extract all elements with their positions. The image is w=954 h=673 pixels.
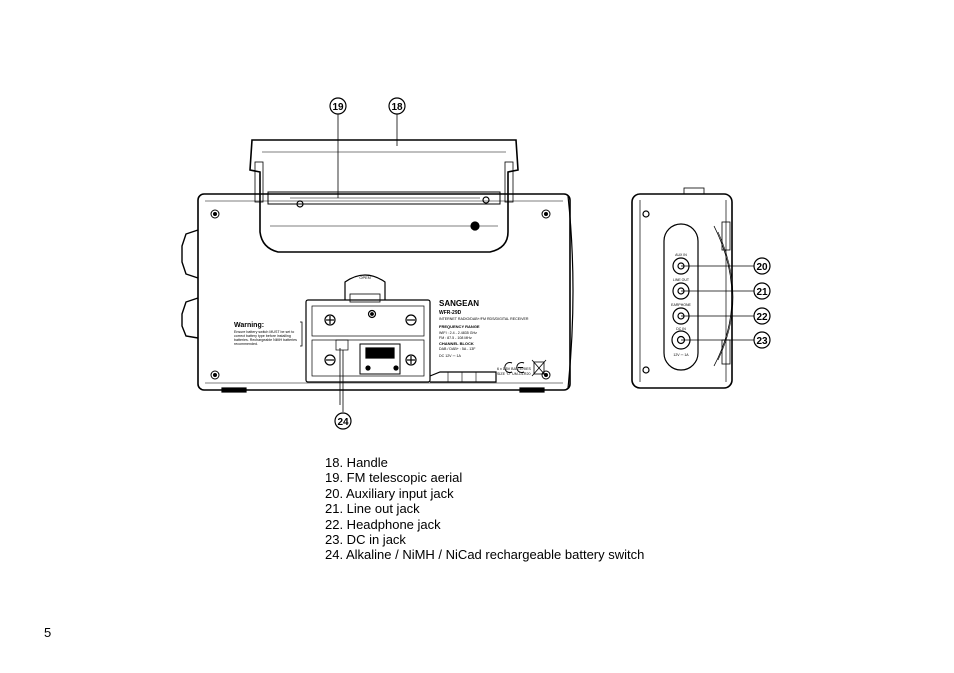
callout-18: 18	[391, 102, 403, 113]
dc-line: DC 12V ⎓ 1A	[439, 354, 461, 358]
legend-item-battery-switch: 24. Alkaline / NiMH / NiCad rechargeable…	[325, 547, 645, 563]
warning-line3: batteries. Rechargeable NiMH batteries	[234, 338, 297, 342]
callout-circles	[329, 97, 771, 430]
recycle-bin-icon	[531, 359, 547, 377]
warning-line1: Ensure battery switch MUST be set to	[234, 330, 294, 334]
battery-line2: SIZE "D" UM-1/LR20	[497, 372, 531, 376]
description-label: INTERNET RADIO/DAB+/FM RDS/DIGITAL RECEI…	[439, 317, 529, 321]
line-out-label: LINE OUT	[673, 278, 690, 282]
warning-title: Warning:	[234, 322, 264, 329]
brand-label: SANGEAN	[439, 299, 479, 308]
fm-telescopic-aerial	[267, 191, 501, 208]
parts-legend: 18. Handle 19. FM telescopic aerial 20. …	[325, 455, 644, 563]
warning-line2: correct battery type before installing	[234, 334, 291, 338]
battery-line1: 6 x 1.5V BATTERIES	[497, 367, 531, 371]
channel-line: DAB / DAB+ : 5A - 13F	[439, 347, 476, 351]
rear-view	[181, 139, 574, 405]
top-tab-text: OPEN	[359, 275, 370, 280]
callout-21: 21	[756, 287, 768, 298]
legend-item-aux-input: 20. Auxiliary input jack	[325, 485, 454, 501]
battery-switch	[359, 343, 401, 375]
legend-item-headphone: 22. Headphone jack	[325, 516, 441, 532]
callout-23: 23	[756, 336, 768, 347]
radio-body	[197, 193, 571, 391]
freq-line2: FM : 87.5 - 108 MHz	[439, 336, 472, 340]
callout-20: 20	[756, 262, 768, 273]
ce-mark	[504, 362, 525, 373]
dc-rating-label: 12V ⎓ 1A	[673, 353, 689, 357]
earphone-label: EARPHONE	[671, 303, 691, 307]
page-number: 5	[44, 625, 52, 640]
freq-line1: WIFI : 2.4 - 2.4835 GHz	[439, 331, 477, 335]
callout-leaders	[337, 114, 754, 412]
legend-item-dc-in: 23. DC in jack	[325, 532, 406, 548]
legend-item-fm-aerial: 19. FM telescopic aerial	[325, 470, 463, 486]
callout-19: 19	[332, 102, 344, 113]
model-label: WFR-29D	[439, 310, 462, 316]
legend-item-line-out: 21. Line out jack	[325, 501, 420, 517]
legend-item-handle: 18. Handle	[325, 455, 388, 470]
battery-compartment	[305, 274, 497, 405]
handle	[249, 139, 519, 253]
channel-heading: CHANNEL BLOCK	[439, 341, 474, 346]
callout-22: 22	[756, 312, 768, 323]
freq-heading: FREQUENCY RANGE	[439, 324, 480, 329]
side-view	[631, 187, 734, 389]
aux-in-label: AUX IN	[675, 253, 687, 257]
callout-24: 24	[337, 417, 349, 428]
warning-line4: recommended.	[234, 342, 258, 346]
dc-in-label: DC IN	[676, 327, 686, 331]
